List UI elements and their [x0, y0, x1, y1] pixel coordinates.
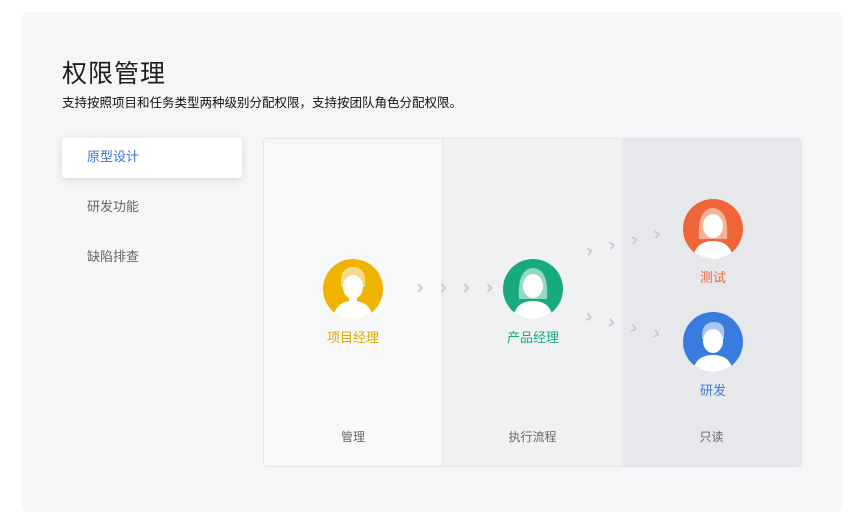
page-subtitle: 支持按照项目和任务类型两种级别分配权限，支持按团队角色分配权限。 — [62, 95, 463, 110]
role-project-manager: 项目经理 — [308, 259, 398, 346]
role-developer: 研发 — [668, 312, 758, 399]
role-label-tester: 测试 — [699, 271, 726, 286]
column-label-manage: 管理 — [340, 430, 365, 444]
column-readonly: 只读 — [622, 139, 801, 466]
column-label-readonly: 只读 — [699, 430, 724, 444]
role-label-project-manager: 项目经理 — [326, 331, 379, 346]
page-title: 权限管理 — [62, 59, 167, 88]
tab-bug-investigation[interactable]: 缺陷排查 — [87, 250, 140, 265]
role-label-developer: 研发 — [699, 384, 726, 399]
role-product-manager: 产品经理 — [488, 259, 578, 346]
role-label-product-manager: 产品经理 — [506, 331, 559, 346]
tab-prototype-design[interactable]: 原型设计 — [62, 138, 242, 178]
column-label-execute: 执行流程 — [508, 430, 557, 444]
role-tester: 测试 — [668, 199, 758, 286]
product-manager-avatar-icon — [503, 259, 563, 319]
flow-arrows-1: › › › › — [416, 275, 498, 299]
tester-avatar-icon — [683, 199, 743, 259]
role-diagram: 管理 执行流程 只读 项目经理 › › › › — [263, 138, 802, 467]
scenario-tabs: 原型设计 研发功能 缺陷排查 — [62, 138, 242, 288]
project-manager-avatar-icon — [323, 259, 383, 319]
tab-dev-feature[interactable]: 研发功能 — [87, 200, 140, 215]
permission-panel: 权限管理 支持按照项目和任务类型两种级别分配权限，支持按团队角色分配权限。 原型… — [22, 12, 842, 512]
developer-avatar-icon — [683, 312, 743, 372]
